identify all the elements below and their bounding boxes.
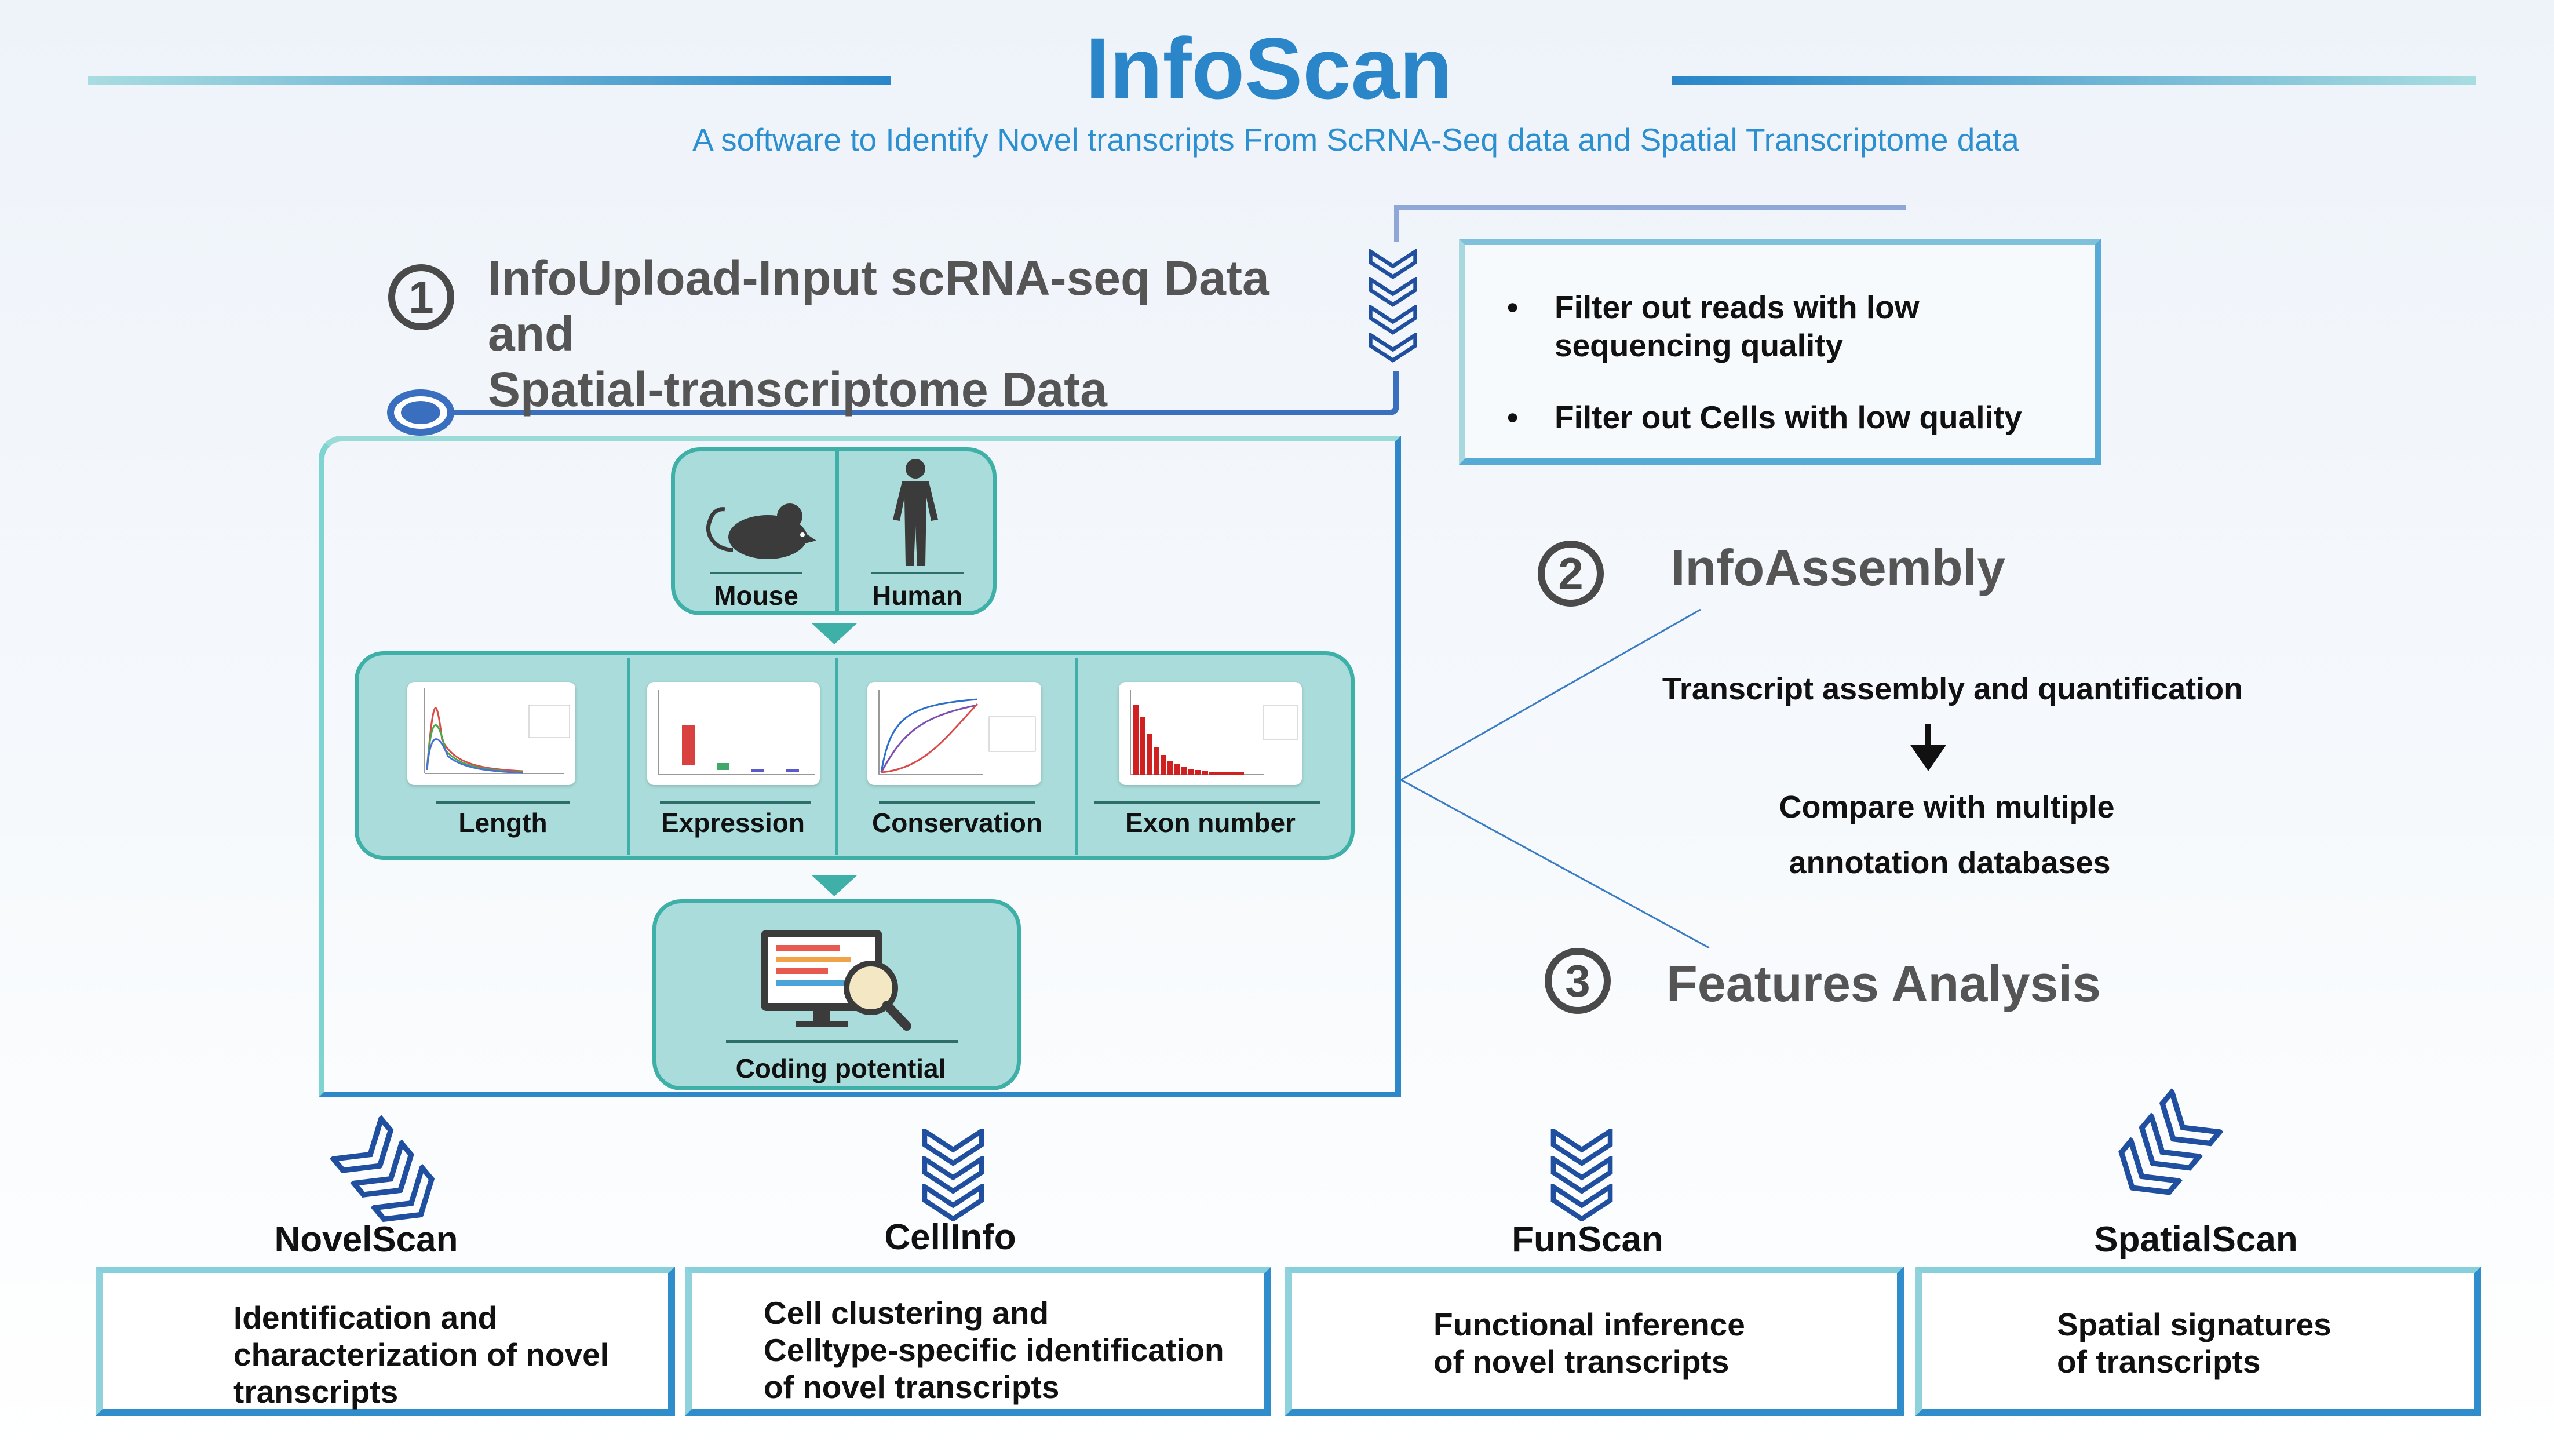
filter-item-1-line2: sequencing quality <box>1555 327 1844 363</box>
step1-title-line1: InfoUpload-Input scRNA-seq Data and <box>488 251 1269 361</box>
mouse-underline <box>710 572 802 574</box>
feature-divider-2 <box>835 658 838 855</box>
novelscan-box: Identification and characterization of n… <box>96 1267 675 1416</box>
exon-number-plot-thumbnail <box>1119 682 1302 785</box>
down-arrow-icon <box>1910 724 1947 771</box>
spatialscan-title: SpatialScan <box>2094 1220 2298 1260</box>
cellinfo-title: CellInfo <box>884 1217 1016 1257</box>
top-connector <box>1394 205 1906 242</box>
step3-number: 3 <box>1545 948 1611 1014</box>
funscan-box: Functional inference of novel transcript… <box>1285 1267 1904 1416</box>
bullet-icon: • <box>1507 289 1519 325</box>
step3-title: Features Analysis <box>1666 955 2101 1012</box>
human-label: Human <box>872 581 962 611</box>
cellinfo-box: Cell clustering and Celltype-specific id… <box>685 1267 1271 1416</box>
step1-title: InfoUpload-Input scRNA-seq Data and Spat… <box>488 250 1369 417</box>
bullet-icon: • <box>1507 399 1519 435</box>
human-icon <box>893 459 938 566</box>
assembly-text-3: annotation databases <box>1789 845 2111 880</box>
novelscan-desc-1: Identification and <box>233 1300 498 1335</box>
cellinfo-desc-2: Celltype-specific identification <box>764 1332 1224 1368</box>
feature-divider-3 <box>1075 658 1078 855</box>
cellinfo-chevron-icon <box>925 1131 982 1218</box>
coding-potential-panel: Coding potential <box>652 899 1021 1090</box>
conservation-underline <box>879 801 1035 804</box>
spatialscan-chevron-icon <box>2108 1092 2220 1208</box>
filter-item-2-line1: Filter out Cells with low quality <box>1555 399 2022 435</box>
funscan-desc-2: of novel transcripts <box>1433 1344 1730 1380</box>
monitor-magnifier-icon <box>761 930 911 1031</box>
assembly-text-2: Compare with multiple <box>1779 790 2115 824</box>
funscan-chevron-icon <box>1553 1131 1610 1218</box>
coding-underline <box>726 1040 958 1043</box>
feature-conservation-label: Conservation <box>872 808 1042 838</box>
page-subtitle: A software to Identify Novel transcripts… <box>692 122 2019 158</box>
length-underline <box>436 801 570 804</box>
cellinfo-desc-1: Cell clustering and <box>764 1295 1049 1331</box>
funscan-desc-1: Functional inference <box>1433 1307 1745 1342</box>
step1-number: 1 <box>388 264 454 330</box>
exon-underline <box>1094 801 1320 804</box>
length-plot-thumbnail <box>407 682 575 785</box>
step2-number: 2 <box>1538 541 1604 607</box>
step1-title-line2: Spatial-transcriptome Data <box>488 362 1107 417</box>
triangle-1 <box>811 623 858 644</box>
page-title: InfoScan <box>1085 20 1453 117</box>
features-container <box>319 436 1401 1097</box>
spatialscan-box: Spatial signatures of transcripts <box>1916 1267 2481 1416</box>
species-divider <box>835 451 839 612</box>
coding-potential-label: Coding potential <box>735 1053 946 1083</box>
mouse-icon <box>706 503 816 559</box>
step2-title: InfoAssembly <box>1671 539 2006 596</box>
mouse-label: Mouse <box>714 581 798 611</box>
species-panel: Mouse Human <box>671 447 997 615</box>
expression-underline <box>660 801 811 804</box>
funscan-title: FunScan <box>1512 1220 1663 1260</box>
feature-exon-number-label: Exon number <box>1125 808 1296 838</box>
assembly-text-1: Transcript assembly and quantification <box>1662 672 2243 706</box>
feature-length-label: Length <box>458 808 548 838</box>
feature-divider-1 <box>627 658 630 855</box>
feature-expression-label: Expression <box>661 808 805 838</box>
spatialscan-desc-1: Spatial signatures <box>2057 1307 2332 1342</box>
human-underline <box>871 572 964 574</box>
fan-line-upper <box>1400 608 1701 781</box>
header-line-left <box>88 76 891 85</box>
fan-line-lower <box>1400 779 1710 949</box>
novelscan-chevron-icon <box>334 1119 445 1235</box>
header-line-right <box>1672 76 2476 85</box>
novelscan-title: NovelScan <box>274 1220 458 1260</box>
expression-plot-thumbnail <box>647 682 820 785</box>
novelscan-desc-3: transcripts <box>233 1374 399 1410</box>
chevron-stack-icon <box>1370 251 1415 360</box>
triangle-2 <box>811 875 858 896</box>
step1-timeline <box>440 371 1399 415</box>
features-panel: Length Expression <box>355 651 1355 860</box>
filter-item-1-line1: Filter out reads with low <box>1555 289 1920 325</box>
spatialscan-desc-2: of transcripts <box>2057 1344 2261 1380</box>
novelscan-desc-2: characterization of novel <box>233 1337 609 1373</box>
conservation-plot-thumbnail <box>867 682 1041 785</box>
filter-box: • Filter out reads with low sequencing q… <box>1459 239 2101 465</box>
cellinfo-desc-3: of novel transcripts <box>764 1369 1060 1405</box>
